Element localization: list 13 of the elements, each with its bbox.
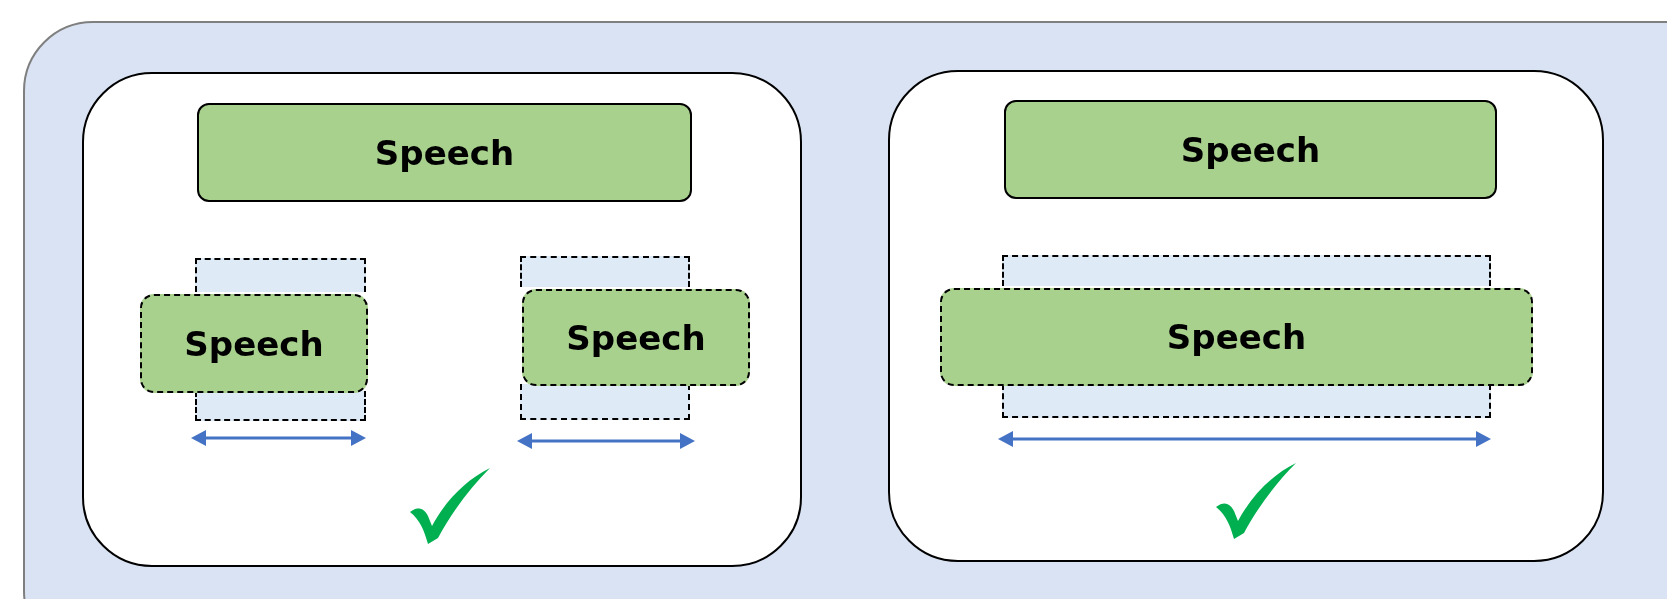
dashed-speech-box	[140, 294, 368, 393]
speech-label: Speech	[566, 317, 706, 358]
outer-panel	[23, 21, 1667, 599]
speech-label: Speech	[184, 323, 324, 364]
speech-label: Speech	[374, 132, 515, 173]
panel-card	[888, 70, 1604, 562]
dashed-speech-box	[940, 288, 1533, 386]
dashed-speech-box	[522, 289, 750, 386]
speech-box	[1004, 100, 1497, 199]
panel-card	[82, 72, 802, 567]
speech-box	[197, 103, 692, 202]
speech-label: Speech	[1166, 317, 1307, 357]
speech-label: Speech	[1180, 129, 1321, 170]
